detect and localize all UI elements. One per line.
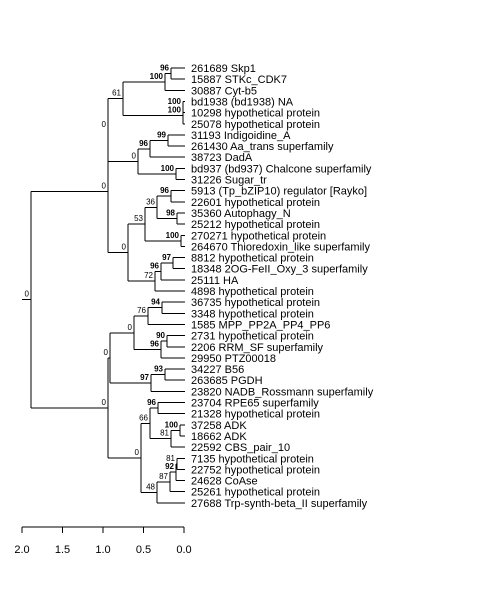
leaf-label: 2206 RRM_SF superfamily xyxy=(191,342,324,354)
support-value: 66 xyxy=(139,413,148,422)
support-value: 87 xyxy=(159,472,168,481)
leaf-label: 25111 HA xyxy=(191,275,239,287)
support-value: 96 xyxy=(139,139,148,148)
leaf-label: 22592 CBS_pair_10 xyxy=(191,442,290,454)
support-value: 0 xyxy=(128,323,133,332)
support-value: 90 xyxy=(156,331,165,340)
scale-axis: 2.0 1.5 1.0 0.5 0.0 xyxy=(14,526,192,556)
axis-tick-label: 2.0 xyxy=(14,544,29,556)
leaf-label: 31226 Sugar_tr xyxy=(191,175,267,187)
axis-tick-label: 0.5 xyxy=(136,544,151,556)
support-value: 61 xyxy=(112,89,121,98)
leaf-label: 37258 ADK xyxy=(191,420,247,432)
leaf-label: 22752 hypothetical protein xyxy=(191,464,320,476)
leaf-label: 29950 PTZ00018 xyxy=(191,353,276,365)
axis-tick-label: 1.5 xyxy=(55,544,70,556)
leaf-label: 23820 NADB_Rossmann superfamily xyxy=(191,386,374,398)
support-value: 81 xyxy=(166,454,175,463)
support-value: 72 xyxy=(144,271,153,280)
leaf-label: 261689 Skp1 xyxy=(191,63,256,75)
leaf-label: 18662 ADK xyxy=(191,431,247,443)
support-value: 100 xyxy=(165,420,179,429)
leaf-label: 270271 hypothetical protein xyxy=(191,230,326,242)
support-value: 0 xyxy=(122,243,127,252)
leaf-label: 38723 DadA xyxy=(191,152,253,164)
leaf-label: 35360 Autophagy_N xyxy=(191,208,291,220)
support-value: 0 xyxy=(25,290,30,299)
leaf-label: 36735 hypothetical protein xyxy=(191,297,320,309)
support-value: 93 xyxy=(154,365,163,374)
support-value: 97 xyxy=(140,373,149,382)
support-value: 81 xyxy=(160,429,169,438)
support-value: 0 xyxy=(102,398,107,407)
support-value: 100 xyxy=(168,97,182,106)
leaf-label: 8812 hypothetical protein xyxy=(191,253,314,265)
leaf-label: 30887 Cyt-b5 xyxy=(191,85,257,97)
leaf-label: 21328 hypothetical protein xyxy=(191,409,320,421)
support-value: 0 xyxy=(132,151,137,160)
leaf-label: 3348 hypothetical protein xyxy=(191,308,314,320)
leaf-label: 31193 Indigoidine_A xyxy=(191,130,291,142)
support-value: 97 xyxy=(162,253,171,262)
support-value: 100 xyxy=(166,231,180,240)
leaf-label: 2731 hypothetical protein xyxy=(191,331,314,343)
support-value: 99 xyxy=(157,130,166,139)
support-value: 0 xyxy=(104,348,109,357)
leaf-label: 18348 2OG-FeII_Oxy_3 superfamily xyxy=(191,264,368,276)
leaf-label: 27688 Trp-synth-beta_II superfamily xyxy=(191,498,368,510)
support-value: 0 xyxy=(135,448,140,457)
support-value: 94 xyxy=(151,298,160,307)
support-value: 96 xyxy=(150,261,159,270)
leaf-label: 25078 hypothetical protein xyxy=(191,119,320,131)
support-value: 96 xyxy=(160,64,169,73)
support-value: 76 xyxy=(137,306,146,315)
leaf-label: 22601 hypothetical protein xyxy=(191,197,320,209)
support-value: 48 xyxy=(146,482,155,491)
support-value: 100 xyxy=(161,164,175,173)
axis-tick-label: 0.0 xyxy=(176,544,191,556)
support-value: 0 xyxy=(102,120,107,129)
leaf-label: 4898 hypothetical protein xyxy=(191,286,314,298)
support-value: 96 xyxy=(160,186,169,195)
support-value: 100 xyxy=(150,72,164,81)
tree-branches xyxy=(22,67,185,504)
leaf-label: 261430 Aa_trans superfamily xyxy=(191,141,334,153)
leaf-label: 263685 PGDH xyxy=(191,375,263,387)
leaf-label: 34227 B56 xyxy=(191,364,244,376)
support-value: 98 xyxy=(166,209,175,218)
support-value: 96 xyxy=(150,340,159,349)
leaf-label: 25261 hypothetical protein xyxy=(191,487,320,499)
leaf-label: 15887 STKc_CDK7 xyxy=(191,74,287,86)
leaf-label: bd937 (bd937) Chalcone superfamily xyxy=(191,163,372,175)
leaf-label: 1585 MPP_PP2A_PP4_PP6 xyxy=(191,319,330,331)
support-value: 0 xyxy=(102,181,107,190)
leaf-label: 5913 (Tp_bZIP10) regulator [Rayko] xyxy=(191,186,367,198)
leaf-label: 23704 RPE65 superfamily xyxy=(191,398,319,410)
leaf-label: 10298 hypothetical protein xyxy=(191,108,320,120)
leaf-label: 24628 CoAse xyxy=(191,476,258,488)
support-values: 9610010010061999610000969836100539796720… xyxy=(25,64,182,492)
leaf-label: bd1938 (bd1938) NA xyxy=(191,96,294,108)
support-value: 53 xyxy=(134,214,143,223)
leaf-label: 264670 Thioredoxin_like superfamily xyxy=(191,241,370,253)
support-value: 100 xyxy=(168,105,182,114)
support-value: 96 xyxy=(147,398,156,407)
leaf-label: 25212 hypothetical protein xyxy=(191,219,320,231)
support-value: 36 xyxy=(146,197,155,206)
leaf-label: 7135 hypothetical protein xyxy=(191,453,314,465)
axis-tick-label: 1.0 xyxy=(95,544,110,556)
support-value: 92 xyxy=(165,462,174,471)
